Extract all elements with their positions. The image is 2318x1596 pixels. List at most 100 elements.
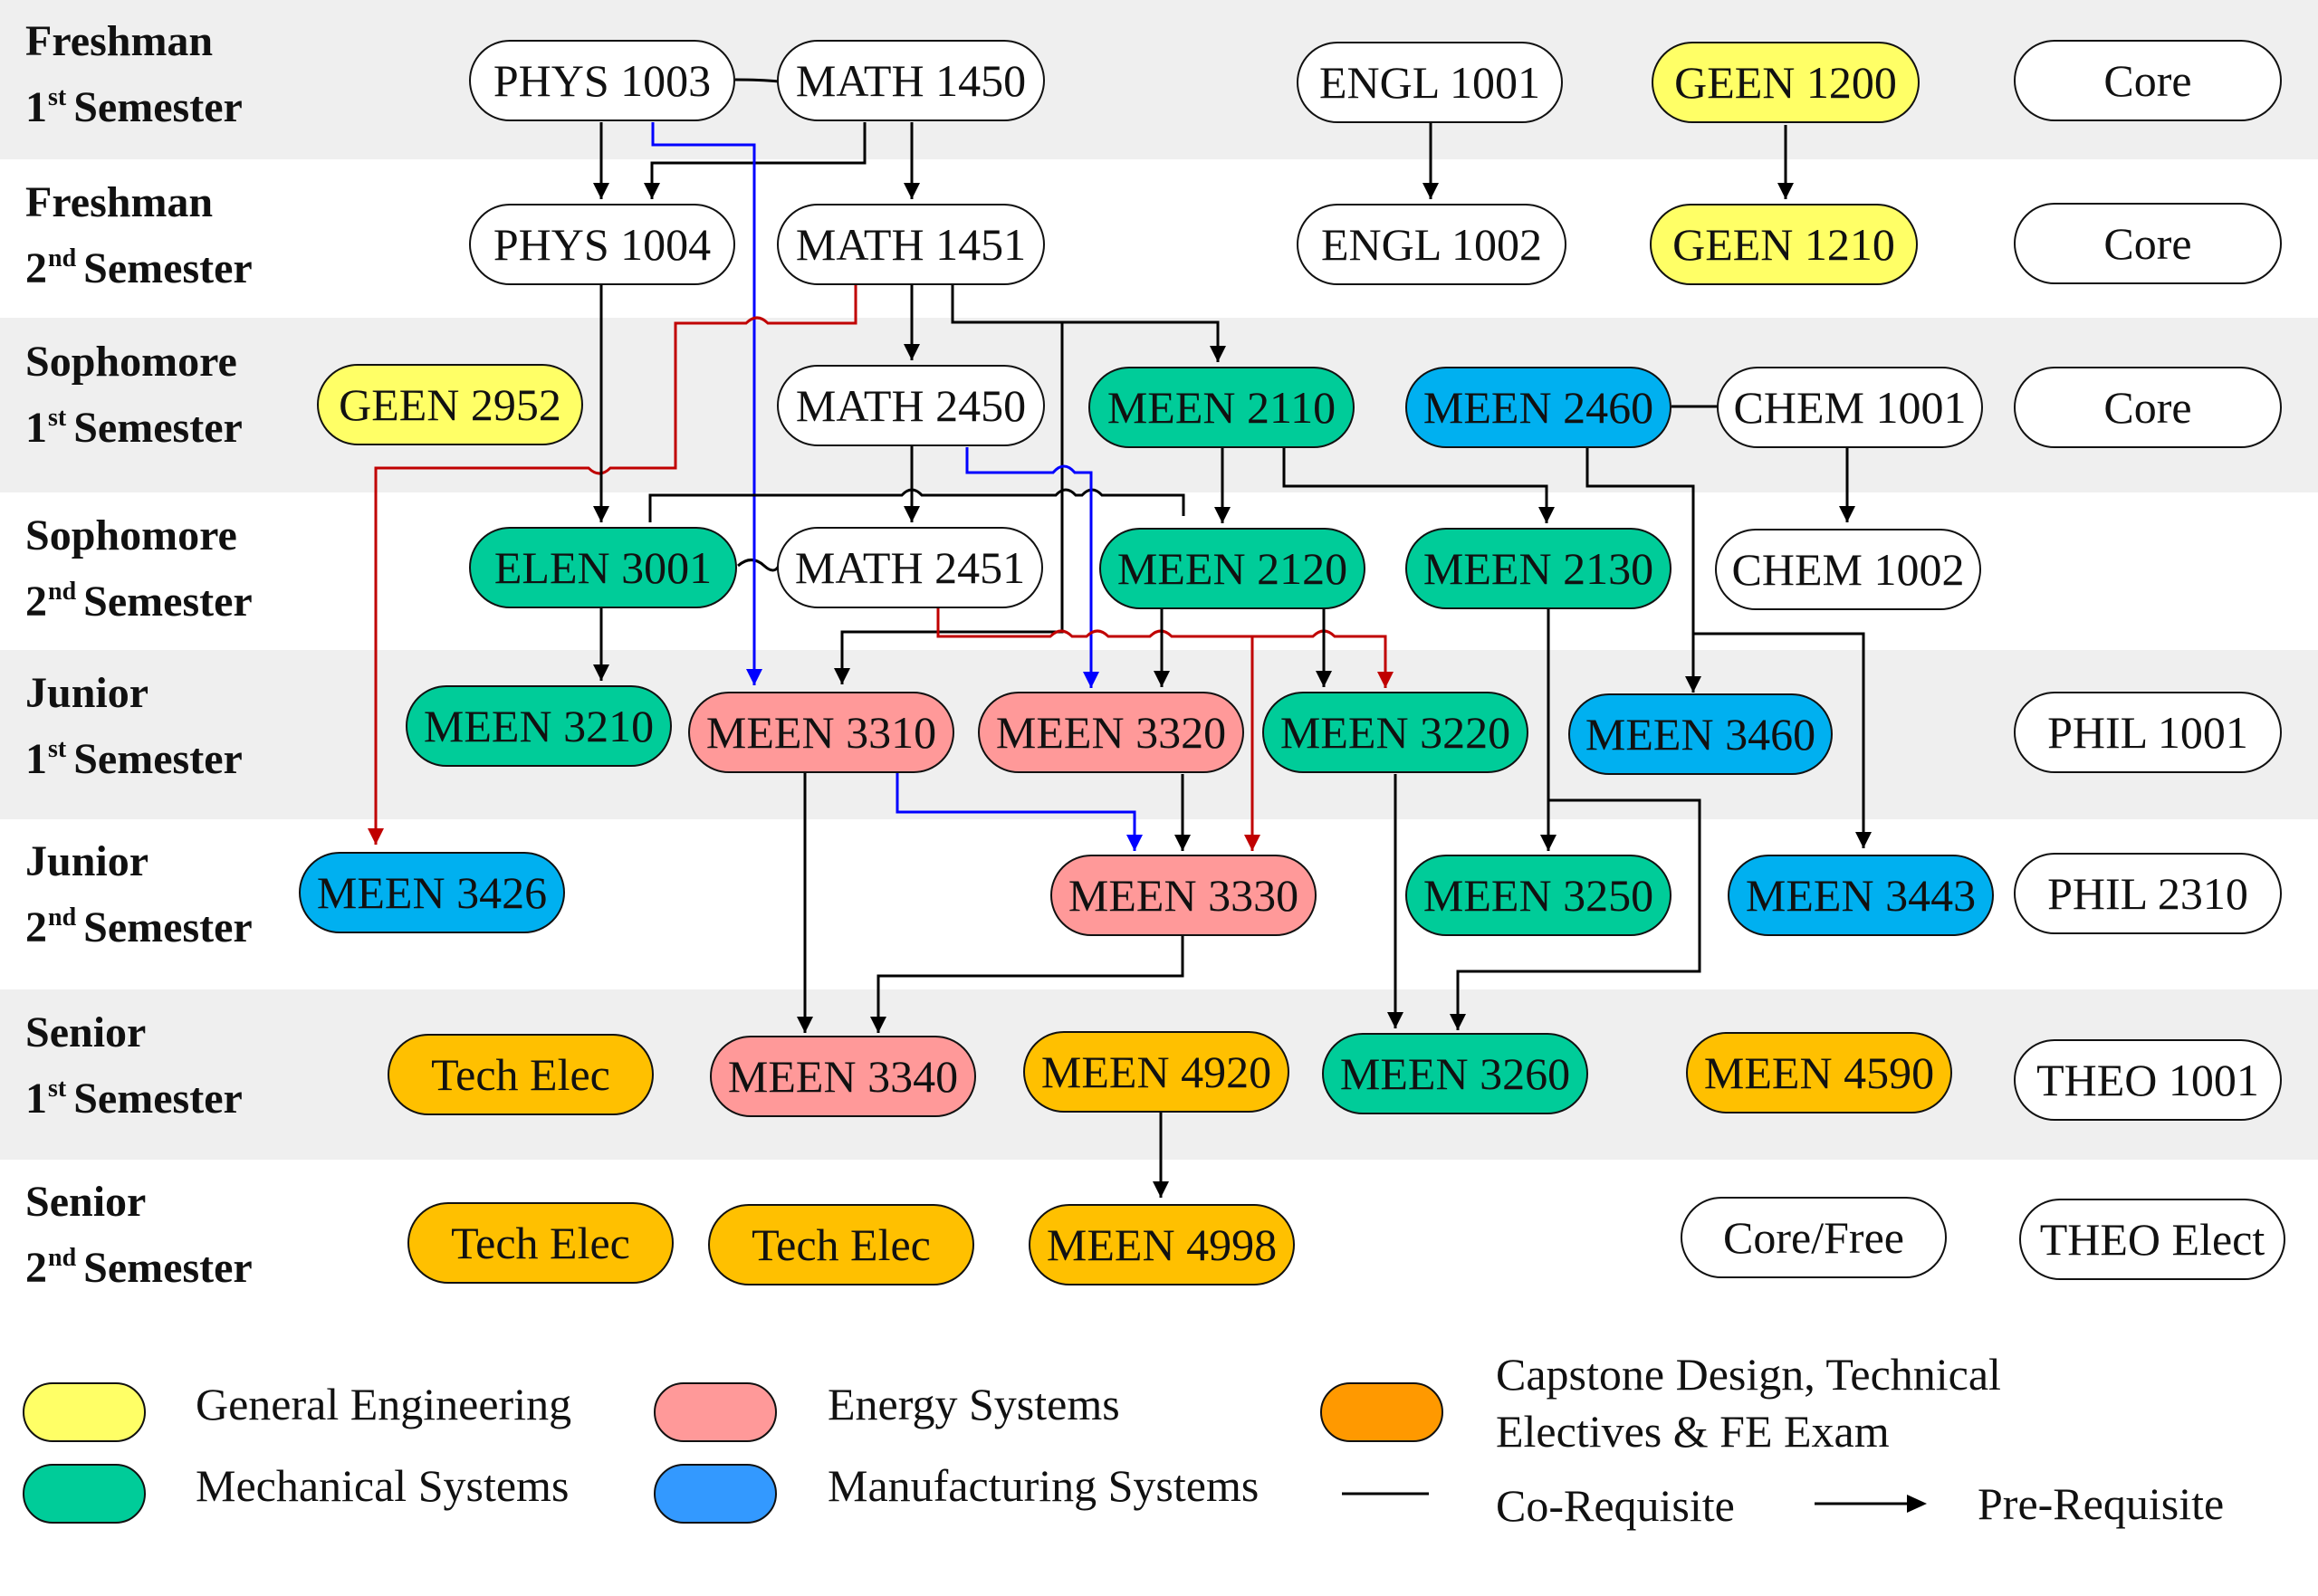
legend-label-energy-systems: Energy Systems (828, 1379, 1120, 1429)
semester-suffix: st (48, 735, 67, 763)
course-tech-elec-2[interactable]: Tech Elec (407, 1202, 674, 1284)
course-meen3443[interactable]: MEEN 3443 (1728, 855, 1994, 936)
prereq-phys1003-meen3310 (651, 122, 762, 685)
semester-suffix: nd (48, 578, 77, 606)
legend-swatch-capstone (1320, 1382, 1443, 1442)
legend-co-requisite-line (1342, 1492, 1429, 1496)
course-geen1210[interactable]: GEEN 1210 (1650, 204, 1918, 285)
semester-term: Semester (73, 1075, 243, 1123)
legend-label-general-engineering: General Engineering (196, 1379, 572, 1429)
semester-ordinal: 2 (25, 244, 47, 292)
coreq-elen3001-math2451 (737, 559, 781, 572)
course-meen3460[interactable]: MEEN 3460 (1568, 693, 1833, 775)
course-meen3310[interactable]: MEEN 3310 (688, 692, 954, 773)
legend-swatch-manufacturing-systems (654, 1464, 777, 1524)
course-tech-elec-3[interactable]: Tech Elec (708, 1204, 974, 1285)
course-core-1[interactable]: Core (2014, 40, 2282, 121)
course-engl1001[interactable]: ENGL 1001 (1297, 42, 1563, 123)
prereq-math1450-phys1004 (644, 122, 867, 199)
legend-label-capstone-line2: Electives & FE Exam (1496, 1406, 1890, 1457)
course-geen1200[interactable]: GEEN 1200 (1652, 42, 1920, 123)
prereq-meen2130-meen3260 (1450, 798, 1701, 1030)
semester-term: Semester (73, 83, 243, 131)
prereq-math1451-meen3310 (834, 322, 1064, 684)
legend-label-mechanical-systems: Mechanical Systems (196, 1460, 570, 1511)
band-freshman-1 (0, 0, 2318, 159)
course-meen2110[interactable]: MEEN 2110 (1088, 367, 1355, 448)
course-math1451[interactable]: MATH 1451 (777, 204, 1045, 285)
semester-suffix: nd (48, 903, 77, 932)
prereq-math1451-meen3426 (368, 283, 857, 845)
prereq-meen3330-meen3340 (870, 932, 1184, 1033)
course-meen4998[interactable]: MEEN 4998 (1029, 1204, 1295, 1285)
course-core-2[interactable]: Core (2014, 203, 2282, 284)
semester-year: Freshman (25, 17, 214, 65)
course-core-free[interactable]: Core/Free (1681, 1197, 1947, 1278)
course-core-3[interactable]: Core (2014, 367, 2282, 448)
semester-suffix: nd (48, 244, 77, 272)
semester-ordinal: 1 (25, 404, 47, 452)
course-meen4920[interactable]: MEEN 4920 (1023, 1031, 1289, 1113)
course-meen2130[interactable]: MEEN 2130 (1405, 528, 1671, 609)
prereq-meen3310-meen3330 (896, 769, 1143, 851)
course-geen2952[interactable]: GEEN 2952 (317, 364, 583, 445)
semester-year: Freshman (25, 178, 214, 226)
course-phys1003[interactable]: PHYS 1003 (469, 40, 735, 121)
prereq-math2450-meen3320 (965, 447, 1099, 688)
course-chem1001[interactable]: CHEM 1001 (1717, 367, 1983, 448)
course-phys1004[interactable]: PHYS 1004 (469, 204, 735, 285)
course-meen3426[interactable]: MEEN 3426 (299, 852, 565, 933)
course-meen3340[interactable]: MEEN 3340 (710, 1036, 976, 1117)
semester-ordinal: 2 (25, 1244, 47, 1292)
course-meen3250[interactable]: MEEN 3250 (1405, 855, 1671, 936)
course-meen3330[interactable]: MEEN 3330 (1050, 855, 1317, 936)
semester-suffix: st (48, 404, 67, 432)
semester-term: Semester (83, 578, 253, 626)
course-chem1002[interactable]: CHEM 1002 (1715, 529, 1981, 610)
semester-term: Semester (73, 735, 243, 783)
course-theo1001[interactable]: THEO 1001 (2014, 1039, 2282, 1121)
course-meen3220[interactable]: MEEN 3220 (1262, 692, 1528, 773)
semester-ordinal: 2 (25, 578, 47, 626)
legend-swatch-energy-systems (654, 1382, 777, 1442)
legend-label-capstone-line1: Capstone Design, Technical (1496, 1349, 2001, 1400)
semester-term: Semester (83, 903, 253, 951)
semester-ordinal: 2 (25, 903, 47, 951)
course-phil2310[interactable]: PHIL 2310 (2014, 853, 2282, 934)
course-phil1001[interactable]: PHIL 1001 (2014, 692, 2282, 773)
coreq-phys1003-math1450 (734, 78, 780, 83)
prereq-meen2460-meen3460 (1585, 447, 1701, 693)
semester-ordinal: 1 (25, 1075, 47, 1123)
semester-term: Semester (73, 404, 243, 452)
course-math2451[interactable]: MATH 2451 (777, 527, 1043, 608)
semester-term: Semester (83, 244, 253, 292)
course-tech-elec-1[interactable]: Tech Elec (388, 1034, 654, 1115)
course-elen3001[interactable]: ELEN 3001 (469, 527, 737, 608)
semester-year: Sophomore (25, 511, 237, 559)
legend-label-pre-requisite: Pre-Requisite (1978, 1478, 2225, 1529)
course-meen3260[interactable]: MEEN 3260 (1322, 1033, 1588, 1114)
semester-term: Semester (83, 1244, 253, 1292)
semester-suffix: st (48, 1075, 67, 1103)
course-meen2460[interactable]: MEEN 2460 (1405, 367, 1671, 448)
semester-year: Junior (25, 669, 149, 717)
course-meen2120[interactable]: MEEN 2120 (1099, 528, 1365, 609)
course-engl1002[interactable]: ENGL 1002 (1297, 204, 1566, 285)
course-meen3320[interactable]: MEEN 3320 (978, 692, 1244, 773)
prereq-meen2460-meen3443 (1693, 632, 1872, 848)
legend-swatch-general-engineering (23, 1382, 146, 1442)
course-meen3210[interactable]: MEEN 3210 (406, 685, 672, 767)
semester-year: Junior (25, 837, 149, 885)
course-meen4590[interactable]: MEEN 4590 (1686, 1032, 1952, 1113)
course-theo-elect[interactable]: THEO Elect (2019, 1199, 2285, 1280)
math2450-bus-line (648, 488, 1185, 522)
course-math1450[interactable]: MATH 1450 (777, 40, 1045, 121)
course-math2450[interactable]: MATH 2450 (777, 365, 1045, 446)
